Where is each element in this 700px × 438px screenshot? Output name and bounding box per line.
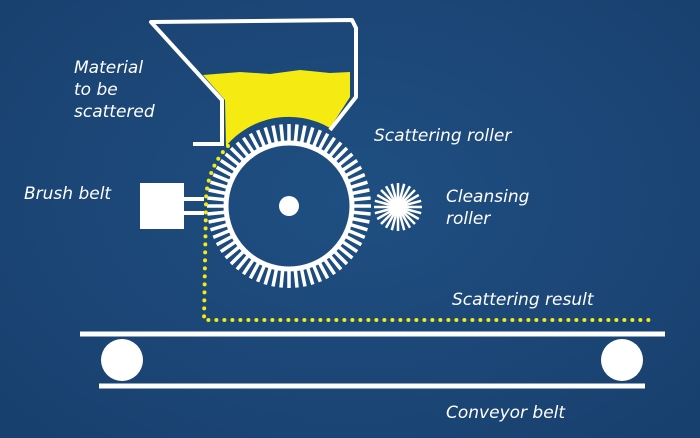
- label-line: Cleansing: [446, 187, 530, 207]
- label-line: roller: [446, 209, 491, 229]
- tooth: [256, 129, 267, 148]
- tooth: [349, 222, 368, 232]
- tooth: [208, 188, 227, 196]
- tooth: [248, 261, 261, 280]
- label-material: Material to be scattered: [74, 57, 155, 123]
- tooth: [241, 258, 255, 276]
- label-cleansing-roller: Cleansing roller: [446, 186, 529, 230]
- label-line: scattered: [74, 102, 155, 122]
- tooth: [212, 173, 231, 184]
- tooth: [263, 266, 273, 285]
- tooth: [341, 158, 359, 172]
- tooth: [256, 264, 267, 283]
- tooth: [349, 180, 368, 190]
- tooth: [271, 125, 279, 144]
- label-line: Material: [74, 58, 144, 78]
- tooth: [333, 250, 349, 266]
- scattering-roller-teeth: [207, 124, 371, 288]
- tooth: [210, 180, 229, 190]
- tooth: [333, 146, 349, 162]
- label-conveyor-belt: Conveyor belt: [446, 403, 566, 423]
- tooth: [219, 240, 237, 254]
- tooth: [224, 245, 241, 260]
- conveyor-roller-left: [101, 339, 143, 381]
- tooth: [305, 127, 315, 146]
- scattering-roller: [223, 140, 355, 272]
- label-scattering-roller: Scattering roller: [374, 126, 512, 146]
- conveyor-roller-right: [601, 339, 643, 381]
- tooth: [271, 268, 279, 287]
- cleansing-roller: [374, 183, 422, 231]
- tooth: [344, 165, 363, 178]
- tooth: [305, 266, 315, 285]
- tooth: [341, 240, 359, 254]
- tooth: [351, 188, 370, 196]
- tooth: [293, 124, 299, 143]
- tooth: [263, 127, 273, 146]
- tooth: [212, 228, 231, 239]
- tooth: [229, 250, 245, 266]
- label-line: to be: [74, 80, 118, 100]
- tooth: [279, 124, 285, 143]
- conveyor-belt: [80, 331, 665, 389]
- tooth: [328, 141, 343, 158]
- tooth: [219, 158, 237, 172]
- tooth: [207, 196, 226, 202]
- roller-hub: [279, 196, 299, 216]
- tooth: [397, 199, 422, 209]
- tooth: [317, 261, 330, 280]
- tooth: [344, 234, 363, 247]
- tooth: [299, 125, 307, 144]
- tooth: [293, 269, 299, 288]
- tooth: [311, 129, 322, 148]
- tooth: [347, 173, 366, 184]
- tooth: [210, 222, 229, 232]
- label-scattering-result: Scattering result: [452, 290, 594, 310]
- tooth: [215, 234, 234, 247]
- tooth: [351, 216, 370, 224]
- tooth: [323, 258, 337, 276]
- tooth: [279, 269, 285, 288]
- tooth: [347, 228, 366, 239]
- tooth: [311, 264, 322, 283]
- tooth: [248, 132, 261, 151]
- tooth: [229, 146, 245, 162]
- hopper: [149, 18, 358, 146]
- tooth: [337, 152, 354, 167]
- tooth: [235, 141, 250, 158]
- tooth: [328, 254, 343, 271]
- tooth: [299, 268, 307, 287]
- tooth: [317, 132, 330, 151]
- tooth: [208, 216, 227, 224]
- tooth: [235, 254, 250, 271]
- tooth: [215, 165, 234, 178]
- tooth: [337, 245, 354, 260]
- tooth: [224, 152, 241, 167]
- tooth: [241, 136, 255, 154]
- label-brush-belt: Brush belt: [24, 184, 112, 204]
- scattering-result-dots: [201, 144, 658, 322]
- brush-belt-box: [140, 183, 184, 229]
- tooth: [323, 136, 337, 154]
- tooth: [352, 210, 371, 216]
- tooth: [352, 196, 371, 202]
- material-fill: [203, 70, 350, 146]
- tooth: [207, 210, 226, 216]
